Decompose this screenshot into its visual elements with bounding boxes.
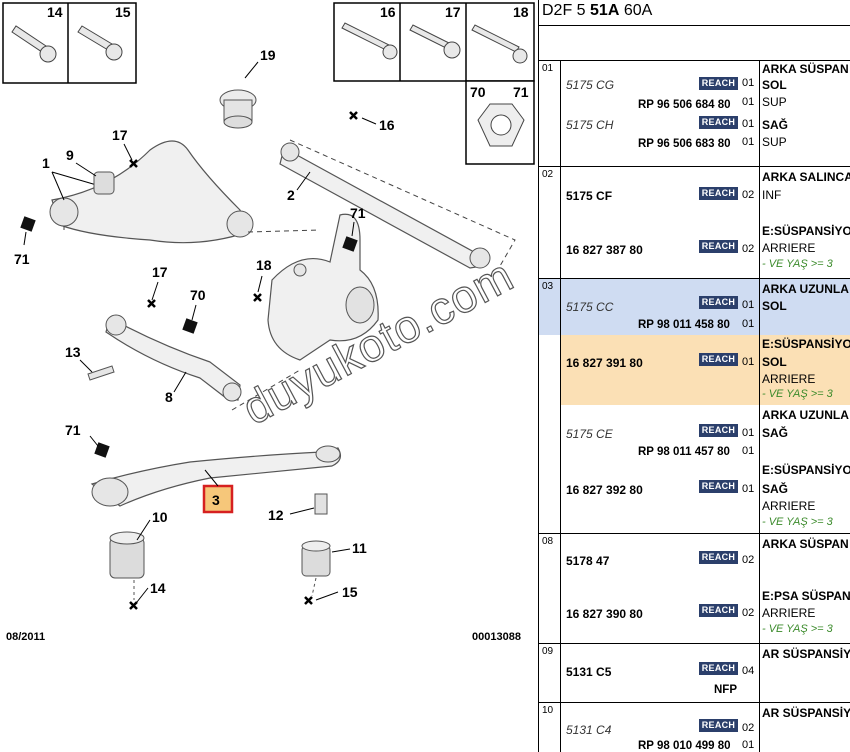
section-02[interactable]: 02 ARKA SALINCA 5175 CF REACH 02 INF E:S… bbox=[539, 166, 850, 278]
section-09[interactable]: 09 AR SÜSPANSİY 5131 C5 REACH 04 NFP bbox=[539, 643, 850, 702]
model-header: D2F 5 51A 60A bbox=[539, 0, 850, 26]
callout-17: 17 bbox=[445, 4, 461, 20]
diagram-code: 00013088 bbox=[472, 631, 521, 643]
reach-badge: REACH bbox=[699, 240, 738, 253]
rp-number[interactable]: RP 96 506 684 80 bbox=[638, 99, 731, 111]
reach-badge: REACH bbox=[699, 187, 738, 200]
inset-bolts-16-17-18[interactable]: 16 17 18 bbox=[333, 2, 535, 82]
rp-number[interactable]: NFP bbox=[714, 684, 737, 696]
callout-17-upper: 17 bbox=[112, 127, 128, 143]
callout-16-main: 16 bbox=[379, 117, 395, 133]
callout-3[interactable]: 3 bbox=[212, 492, 220, 508]
callout-71-inset: 71 bbox=[513, 84, 529, 100]
part-ref[interactable]: 16 827 390 80 bbox=[566, 607, 643, 621]
rp-number[interactable]: RP 96 506 683 80 bbox=[638, 138, 731, 150]
callout-9: 9 bbox=[66, 147, 74, 163]
callout-2: 2 bbox=[287, 187, 295, 203]
link-8[interactable]: 8 bbox=[105, 314, 242, 405]
callout-markers: 16 17 71 71 17 70 18 71 14 15 bbox=[14, 111, 395, 610]
rp-number[interactable]: RP 98 011 458 80 bbox=[638, 319, 730, 331]
part-ref[interactable]: 5175 CF bbox=[566, 189, 613, 203]
callout-10: 10 bbox=[152, 509, 168, 525]
callout-16: 16 bbox=[380, 4, 396, 20]
part-ref[interactable]: 5131 C5 bbox=[566, 665, 612, 679]
reach-badge: REACH bbox=[699, 551, 738, 564]
section-08[interactable]: 08 ARKA SÜSPAN 5178 47 REACH 02 E:PSA SÜ… bbox=[539, 533, 850, 643]
callout-15-bottom: 15 bbox=[342, 584, 358, 600]
sleeve-12[interactable]: 12 bbox=[268, 493, 328, 523]
reach-badge: REACH bbox=[699, 424, 738, 437]
parts-list-panel: D2F 5 51A 60A 01 5175 CG REACH 01 ARKA S… bbox=[538, 0, 850, 752]
callout-15: 15 bbox=[115, 4, 131, 20]
callout-12: 12 bbox=[268, 507, 284, 523]
rp-number[interactable]: RP 98 011 457 80 bbox=[638, 446, 730, 458]
callout-8: 8 bbox=[165, 389, 173, 405]
part-ref[interactable]: 16 827 391 80 bbox=[566, 356, 643, 370]
bushing-11[interactable]: 11 bbox=[301, 540, 367, 577]
section-10[interactable]: 10 AR SÜSPANSİY 5131 C4 REACH 02 RP 98 0… bbox=[539, 702, 850, 752]
callout-70-mid: 70 bbox=[190, 287, 206, 303]
part-ref[interactable]: 5131 C4 bbox=[566, 723, 612, 737]
bump-stop-19[interactable]: 19 bbox=[219, 47, 276, 129]
callout-13: 13 bbox=[65, 344, 81, 360]
part-ref[interactable]: 5178 47 bbox=[566, 554, 610, 568]
callout-71-left: 71 bbox=[14, 251, 30, 267]
hub-knuckle[interactable] bbox=[267, 213, 379, 361]
rp-number[interactable]: RP 98 010 499 80 bbox=[638, 740, 731, 752]
bushing-9[interactable]: 9 bbox=[66, 147, 115, 195]
diagram-canvas: 14 15 16 17 18 70 71 19 1 bbox=[2, 2, 535, 643]
part-ref[interactable]: 16 827 392 80 bbox=[566, 483, 643, 497]
reach-badge: REACH bbox=[699, 480, 738, 493]
bolt-13[interactable]: 13 bbox=[65, 344, 115, 381]
callout-71-right: 71 bbox=[350, 205, 366, 221]
part-ref[interactable]: 5175 CG bbox=[566, 78, 615, 92]
callout-1: 1 bbox=[42, 155, 50, 171]
inset-bolts-14-15[interactable]: 14 15 bbox=[2, 2, 137, 84]
reach-badge: REACH bbox=[699, 353, 738, 366]
callout-18-mid: 18 bbox=[256, 257, 272, 273]
part-ref[interactable]: 5175 CE bbox=[566, 427, 613, 441]
reach-badge: REACH bbox=[699, 719, 738, 732]
callout-14: 14 bbox=[47, 4, 63, 20]
callout-70: 70 bbox=[470, 84, 486, 100]
callout-71-lower: 71 bbox=[65, 422, 81, 438]
callout-17-mid: 17 bbox=[152, 264, 168, 280]
reach-badge: REACH bbox=[699, 662, 738, 675]
part-ref[interactable]: 5175 CH bbox=[566, 118, 614, 132]
callout-11: 11 bbox=[352, 540, 367, 556]
reach-badge: REACH bbox=[699, 296, 738, 309]
part-ref[interactable]: 16 827 387 80 bbox=[566, 243, 643, 257]
callout-14-bottom: 14 bbox=[150, 580, 166, 596]
reach-badge: REACH bbox=[699, 116, 738, 129]
trailing-arm-3[interactable]: 3 bbox=[90, 445, 342, 514]
upper-control-arm-1[interactable]: 1 bbox=[42, 140, 254, 244]
callout-19: 19 bbox=[260, 47, 276, 63]
inset-nut-70-71[interactable]: 70 71 bbox=[465, 80, 535, 165]
lower-link-2[interactable]: 2 bbox=[279, 142, 491, 269]
bushing-10[interactable]: 10 bbox=[109, 509, 168, 579]
exploded-parts-diagram: 14 15 16 17 18 70 71 19 1 bbox=[2, 2, 535, 643]
reach-badge: REACH bbox=[699, 604, 738, 617]
callout-18: 18 bbox=[513, 4, 529, 20]
part-ref[interactable]: 5175 CC bbox=[566, 300, 614, 314]
reach-badge: REACH bbox=[699, 77, 738, 90]
diagram-date: 08/2011 bbox=[6, 631, 45, 643]
section-03[interactable]: 03 ARKA UZUNLA 5175 CC REACH 01 SOL RP 9… bbox=[539, 278, 850, 534]
section-01[interactable]: 01 5175 CG REACH 01 ARKA SÜSPAN RP 96 50… bbox=[539, 60, 850, 166]
